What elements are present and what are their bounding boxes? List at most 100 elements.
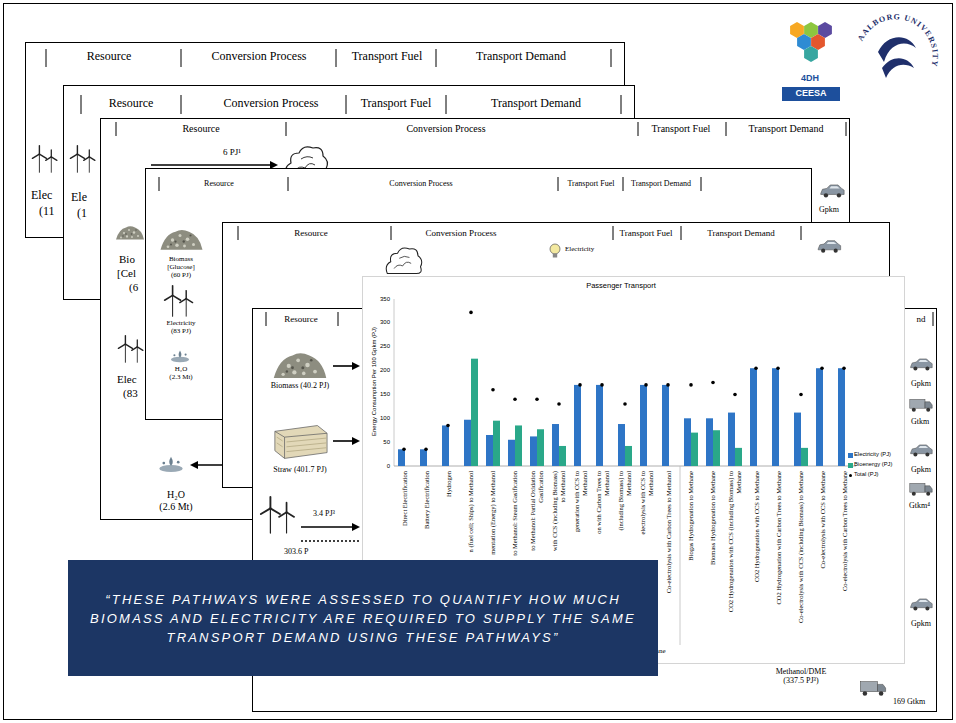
column-header: Resource <box>87 50 132 64</box>
drawing-part <box>611 49 612 67</box>
pathway-label: Gtkm⁴ <box>909 501 930 510</box>
electricity-bar <box>640 385 647 466</box>
wind-icon <box>118 336 142 363</box>
logo-4dh <box>782 22 840 101</box>
header-dividers <box>81 95 621 114</box>
wind-icon <box>261 497 294 533</box>
pathway-label: H₂O (2.3 Mt) <box>169 365 194 381</box>
total-marker <box>469 311 473 315</box>
page-border <box>4 4 953 720</box>
total-marker <box>446 424 450 428</box>
electricity-bar <box>750 368 757 466</box>
category-label: Co-electrolysis with Carbon Trees to Met… <box>665 471 673 636</box>
total-marker <box>557 402 561 406</box>
category-label: to Methanol: Partial Oxidation Gasificat… <box>529 471 545 556</box>
legend-swatch <box>848 463 853 468</box>
axis-tick: 200 <box>380 367 390 374</box>
category-label: Biomass Hydrogenation to Methane <box>709 471 717 636</box>
seal-text: AALBORG UNIVERSITY <box>856 12 940 68</box>
legend-swatch <box>848 453 853 458</box>
arrow-head <box>352 523 360 531</box>
wind-icon <box>165 286 193 316</box>
category-label: generation with CCS to Methanol <box>573 471 589 556</box>
category-label: with CCS (including Biomass) to Methanol <box>551 471 567 556</box>
column-header: Conversion Process <box>425 228 496 238</box>
total-marker <box>600 383 604 387</box>
pathway-label: Gpkm <box>911 379 931 388</box>
axis-tick: 150 <box>380 391 390 398</box>
university-seal: AALBORG UNIVERSITY <box>856 12 940 78</box>
axis-tick: 250 <box>380 343 390 350</box>
truck-icon <box>910 483 932 495</box>
total-marker <box>689 383 693 387</box>
category-label: electrolysis with CCS to Methanol <box>639 471 655 556</box>
conversion-plant-icon <box>386 248 422 274</box>
car-icon <box>911 599 933 611</box>
column-header: Transport Fuel <box>352 50 423 64</box>
total-marker <box>820 366 824 370</box>
total-marker <box>513 397 517 401</box>
electricity-bar <box>838 368 845 466</box>
drawing-part <box>638 122 639 136</box>
drawing-part <box>116 122 117 136</box>
electricity-bar <box>552 424 559 466</box>
total-marker <box>799 393 803 397</box>
drawing-part <box>782 87 840 101</box>
bioenergy-bar <box>537 429 544 466</box>
axis-tick: 50 <box>383 439 390 446</box>
car-icon <box>911 445 933 457</box>
electricity-bar <box>420 449 427 466</box>
drawing-part <box>681 226 682 240</box>
truck-icon <box>860 682 885 696</box>
drawing-part <box>878 37 916 62</box>
logo-text: CEESA <box>795 88 826 98</box>
quote-text: “THESE PATHWAYS WERE ASSESSED TO QUANTIF… <box>90 590 636 647</box>
column-header: Resource <box>284 314 318 324</box>
column-header: Transport Fuel <box>620 228 673 238</box>
column-header: Transport Demand <box>631 179 691 188</box>
biomass-icon <box>116 226 144 239</box>
pathway-label: Gpkm <box>911 465 931 474</box>
wind-icon <box>32 146 57 173</box>
pathway-label: (6 <box>129 281 138 294</box>
legend-text: Total (PJ) <box>854 471 878 478</box>
bioenergy-bar <box>471 359 478 466</box>
drawing-part <box>238 226 239 240</box>
column-header: Resource <box>204 179 234 188</box>
flow-arrow <box>301 526 353 527</box>
category-label: mentation (Energy) to Methanol <box>489 471 497 556</box>
category-label: CO2 Hydrogenation with CCS to Methane <box>753 471 761 636</box>
arrow-head <box>352 437 360 445</box>
car-icon <box>821 185 844 198</box>
flow-arrow <box>333 365 353 367</box>
electricity-bar <box>574 385 581 466</box>
pathway-label: (83 <box>123 387 138 400</box>
flow-arrow <box>333 440 353 442</box>
column-header: nd <box>917 314 926 324</box>
electricity-bar <box>464 420 471 466</box>
pathway-label: Ele <box>71 191 87 205</box>
electricity-bar <box>816 368 823 466</box>
pathway-label: 3.4 PJ³ <box>313 509 335 518</box>
total-marker <box>666 383 670 387</box>
column-header: Transport Fuel <box>361 97 432 111</box>
electricity-bar <box>618 424 625 466</box>
pathway-label: Biomass [Glucose] (60 PJ) <box>165 255 197 279</box>
category-label: Co-electrolysis with CCS (including Biom… <box>797 471 805 636</box>
column-header: Transport Demand <box>476 50 566 64</box>
total-marker <box>711 381 715 385</box>
column-header: Conversion Process <box>224 97 319 111</box>
total-marker <box>842 366 846 370</box>
category-label: Biogas Hydrogenation to Methane <box>687 471 695 636</box>
category-label: CO2 Hydrogenation with CCS (including Bi… <box>727 471 743 636</box>
pathway-label: Gpkm <box>819 205 839 214</box>
pathway-label: Biomass (40.2 PJ) <box>271 381 329 390</box>
category-label: Co-electrolysis with CCS to Methane <box>819 471 827 636</box>
category-label: on with Carbon Trees to Methanol <box>595 471 611 556</box>
drawing-part <box>613 226 614 240</box>
total-marker <box>424 448 428 452</box>
drawing-part <box>436 49 437 67</box>
electricity-bar <box>530 436 537 466</box>
drawing-part <box>346 95 347 114</box>
arrow-head <box>352 362 360 370</box>
